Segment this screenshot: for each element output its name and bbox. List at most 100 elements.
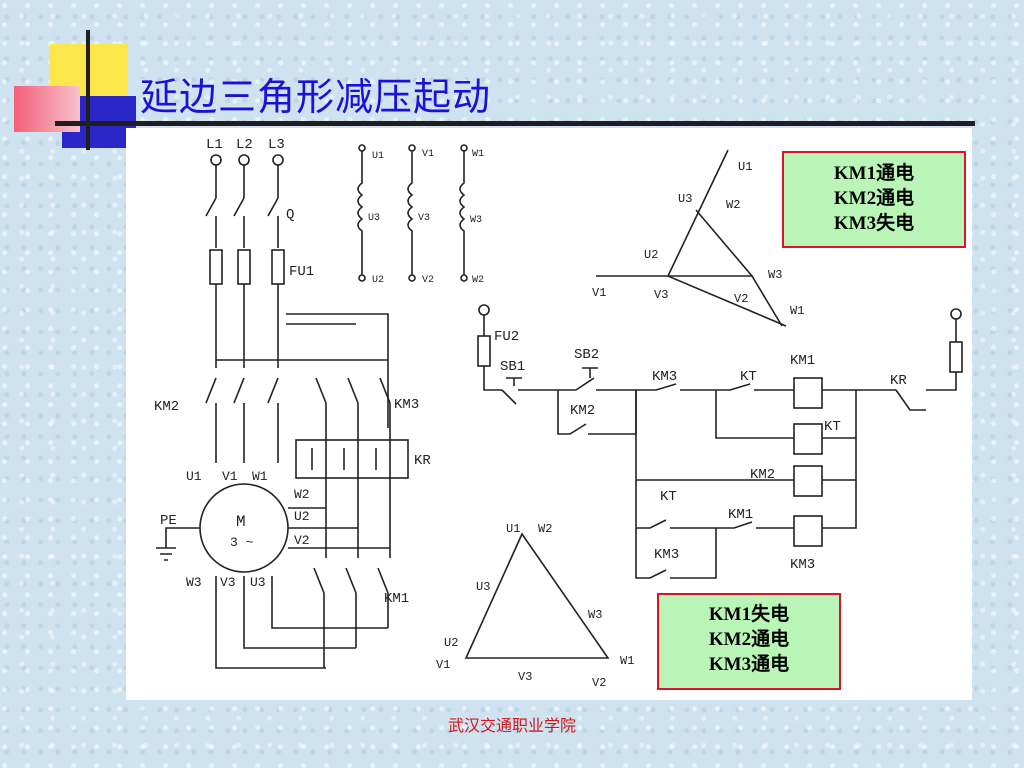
label-tri-u1: U1: [506, 522, 520, 536]
control-rails: [483, 366, 957, 391]
label-delta-v2: V2: [734, 292, 748, 306]
km3-feed: [286, 313, 389, 428]
label-sb2: SB2: [574, 347, 599, 363]
label-km2-coil: KM2: [750, 467, 775, 483]
control-terminal-right: [950, 308, 962, 320]
label-tri-v2: V2: [592, 676, 606, 690]
label-l2: L2: [236, 137, 253, 153]
terminal-u2: [358, 274, 366, 282]
label-motor-phase: 3 ~: [230, 535, 254, 550]
label-kt-no: KT: [660, 489, 677, 505]
label-delta-v1: V1: [592, 286, 606, 300]
label-tri-w1: W1: [620, 654, 634, 668]
thermal-elements: [311, 448, 377, 470]
label-tri-w2: W2: [538, 522, 552, 536]
footer-institution: 武汉交通职业学院: [447, 716, 576, 735]
label-pe: PE: [160, 513, 177, 529]
label-tri-w3: W3: [588, 608, 602, 622]
delta-triangle: [464, 532, 610, 659]
fuse-l3: [271, 249, 285, 285]
label-km1-main: KM1: [384, 591, 409, 607]
km1-nc-contact: [726, 521, 794, 529]
label-km2-holding: KM2: [570, 403, 595, 419]
status-delta-line-1: KM1失电: [708, 604, 790, 625]
winding-v: [407, 151, 414, 275]
extended-delta-figure: U1 U3 W2 U2 W3 V1 V3 V2 W1: [592, 149, 804, 327]
label-winding-w1: W1: [472, 149, 484, 160]
status-star-line-1: KM1通电: [833, 163, 915, 184]
label-tri-v3: V3: [518, 670, 532, 684]
winding-u: [357, 151, 364, 275]
label-q: Q: [286, 207, 294, 223]
km3-output-lines: [325, 403, 391, 558]
winding-w: [459, 151, 466, 275]
label-fu1: FU1: [289, 264, 314, 280]
km3-nc-contact: [646, 383, 716, 391]
label-delta-v3: V3: [654, 288, 668, 302]
label-winding-u2: U2: [372, 275, 384, 286]
km3-coil: [793, 515, 823, 547]
terminal-v1: [408, 144, 416, 152]
winding-diagram: U1 V1 W1 U3 V3 W3 U2 V2 W2: [357, 144, 484, 286]
label-kt-nc: KT: [740, 369, 757, 385]
label-km2-main: KM2: [154, 399, 179, 415]
label-kr-nc: KR: [890, 373, 907, 389]
label-motor-v2: V2: [294, 533, 310, 548]
label-km1-nc: KM1: [728, 507, 753, 523]
kt-no-contact: [635, 480, 726, 529]
label-motor-w2: W2: [294, 487, 310, 502]
label-delta-w3: W3: [768, 268, 782, 282]
label-km1-coil: KM1: [790, 353, 815, 369]
terminal-l1: [210, 154, 222, 166]
terminal-u1: [358, 144, 366, 152]
control-circuit: FU2 SB1 SB2 KM2 KM3 KT KM1 KT KR K: [477, 304, 963, 579]
title-underline: [55, 121, 975, 126]
label-delta-u1: U1: [738, 160, 752, 174]
status-star-line-3: KM3失电: [833, 213, 915, 234]
label-winding-u1: U1: [372, 151, 384, 162]
sb2-button: [575, 367, 598, 391]
delta-figure: U1 W2 U3 W3 U2 V1 W1 V3 V2: [436, 522, 634, 690]
label-winding-w3: W3: [470, 215, 482, 226]
q-blades: [205, 197, 279, 217]
label-sb1: SB1: [500, 359, 525, 375]
decor-vertical-bar: [86, 30, 90, 150]
status-delta-line-2: KM2通电: [708, 629, 790, 650]
circuit-diagram: L1 L2 L3 Q FU1 KM2 KM3 KR M 3 ~ U1 V1 W1: [154, 137, 963, 690]
control-terminal-left: [478, 304, 490, 316]
label-km3-main: KM3: [394, 397, 419, 413]
label-tri-v1: V1: [436, 658, 450, 672]
ext-delta-arm-v: [596, 275, 787, 327]
terminal-w1: [460, 144, 468, 152]
terminal-v2: [408, 274, 416, 282]
power-circuit: L1 L2 L3 Q FU1 KM2 KM3 KR M 3 ~ U1 V1 W1: [154, 137, 431, 669]
label-tri-u2: U2: [444, 636, 458, 650]
km3-holding-contact: [635, 528, 717, 579]
label-km3-holding: KM3: [654, 547, 679, 563]
terminal-l3: [272, 154, 284, 166]
label-motor-m: M: [236, 513, 246, 531]
km2-coil: [793, 465, 823, 497]
label-fu2: FU2: [494, 329, 519, 345]
label-motor-v1: V1: [222, 469, 238, 484]
label-km3-coil: KM3: [790, 557, 815, 573]
star-wiring: [215, 576, 389, 669]
label-delta-u2: U2: [644, 248, 658, 262]
kr-nc-contact: [895, 389, 926, 411]
label-delta-w2: W2: [726, 198, 740, 212]
km3-contacts: [315, 377, 391, 404]
page-title: 延边三角形减压起动: [140, 75, 492, 119]
label-l1: L1: [206, 137, 223, 153]
km2-return: [822, 438, 857, 481]
feed-lines: [215, 284, 279, 368]
status-box-star: KM1通电 KM2通电 KM3失电: [782, 151, 966, 248]
label-motor-v3: V3: [220, 575, 236, 590]
thermal-relay: [295, 439, 409, 479]
label-motor-u2: U2: [294, 509, 310, 524]
q-output-lines: [215, 216, 279, 248]
fuse-fu2: [477, 335, 491, 367]
fuse-l1: [209, 249, 223, 285]
label-winding-v2: V2: [422, 275, 434, 286]
km3-return: [822, 480, 857, 529]
kt-nc-contact: [716, 383, 794, 391]
